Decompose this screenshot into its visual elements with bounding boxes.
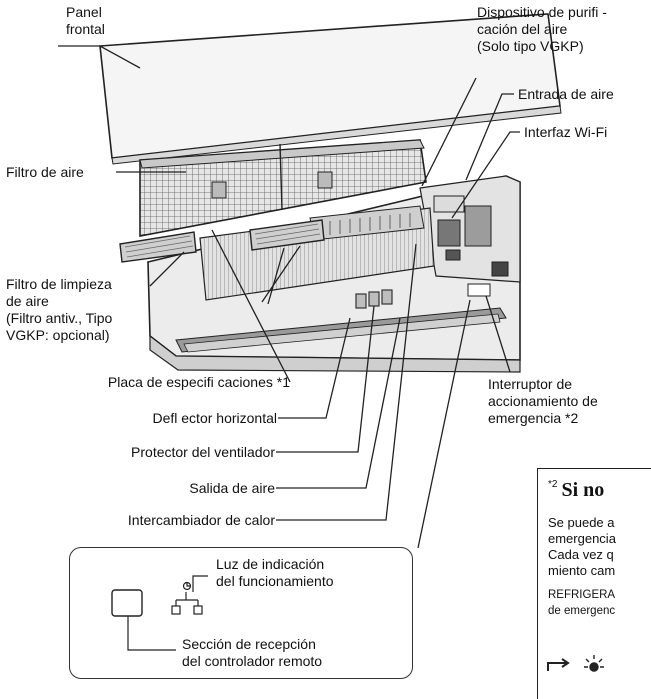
front-panel-shape	[99, 13, 562, 165]
lamp-icon	[584, 655, 604, 672]
label-filtro-limpieza: Filtro de limpieza de aire (Filtro antiv…	[6, 276, 113, 343]
arrow-icon	[547, 662, 566, 671]
note-line: Se puede a	[548, 515, 615, 530]
indicator-inset: Luz de indicación del funcionamiento Sec…	[69, 547, 413, 679]
label-luz-indicacion: Luz de indicación del funcionamiento	[216, 556, 334, 589]
note-line: miento cam	[548, 563, 616, 578]
label-panel-frontal: Panel frontal	[66, 4, 105, 37]
indoor-unit-body	[147, 175, 521, 373]
diagram-stage: Panel frontal Dispositivo de purifi - ca…	[6, 4, 651, 699]
label-protector-ventilador: Protector del ventilador	[131, 444, 275, 460]
note-line: emergencia	[548, 531, 616, 546]
label-filtro-aire: Filtro de aire	[6, 164, 84, 180]
label-interfaz-wifi: Interfaz Wi-Fi	[524, 124, 608, 140]
cleaning-filter-shapes	[119, 219, 325, 263]
note-line: de emergenc	[548, 605, 616, 617]
label-deflector-horizontal: Defl ector horizontal	[152, 410, 277, 426]
label-entrada-aire: Entrada de aire	[518, 86, 614, 102]
note-symbols	[547, 655, 604, 672]
label-seccion-recepcion: Sección de recepción del controlador rem…	[182, 636, 323, 669]
label-placa-especificaciones: Placa de especifi caciones *1	[107, 374, 290, 390]
inset-illustration	[111, 575, 208, 651]
note-marker: *2	[548, 479, 558, 490]
label-salida-aire: Salida de aire	[189, 480, 275, 496]
note-line: Cada vez q	[548, 547, 614, 562]
label-interruptor-emergencia: Interruptor de accionamiento de emergenc…	[488, 376, 598, 426]
unit-illustration	[58, 13, 562, 549]
air-filter-shape	[139, 139, 427, 237]
label-intercambiador-calor: Intercambiador de calor	[127, 512, 275, 528]
note-line: REFRIGERA	[548, 589, 616, 601]
label-dispositivo-purificacion: Dispositivo de purifi - cación del aire …	[477, 4, 607, 54]
leader-lines	[58, 45, 520, 549]
